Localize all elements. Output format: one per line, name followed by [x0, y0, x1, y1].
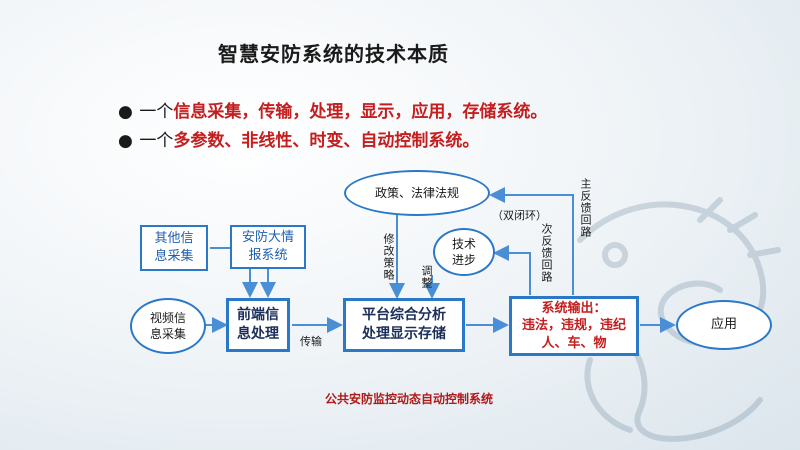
slide-title: 智慧安防系统的技术本质 [218, 42, 449, 66]
label-transmit: 传输 [300, 335, 322, 348]
label-modify-strategy: 修改策略 [382, 233, 395, 281]
bullet-dot: ● [118, 102, 133, 122]
tech-label: 技术 进步 [451, 236, 476, 267]
other-collect-label: 其他信 息采集 [154, 231, 194, 264]
bullet-1-prefix: 一个 [139, 102, 174, 122]
security-intel-box: 安防大情 报系统 [230, 225, 306, 269]
platform-box: 平台综合分析 处理显示存储 [343, 298, 465, 352]
application-ellipse: 应用 [676, 300, 772, 350]
system-output-title: 系统输出： [541, 300, 607, 316]
policy-label: 政策、法律法规 [374, 185, 459, 200]
tech-ellipse: 技术 进步 [433, 228, 495, 276]
policy-ellipse: 政策、法律法规 [344, 170, 490, 216]
system-output-body: 违法，违规，违纪 人、车、物 [521, 318, 626, 351]
bullet-2: ● 一个多参数、非线性、时变、自动控制系统。 [118, 126, 479, 151]
video-collect-label: 视频信 息采集 [149, 310, 186, 341]
other-collect-box: 其他信 息采集 [140, 225, 208, 271]
bullet-1-highlight: 信息采集，传输，处理，显示，应用，存储系统。 [173, 102, 548, 122]
security-intel-label: 安防大情 报系统 [241, 230, 294, 263]
bullet-1: ● 一个信息采集，传输，处理，显示，应用，存储系统。 [118, 97, 547, 122]
arrow-sub-feedback [493, 245, 531, 295]
label-double-loop: （双闭环） [492, 209, 547, 222]
label-adjust: 调整 [420, 265, 433, 289]
bullet-2-highlight: 多参数、非线性、时变、自动控制系统。 [173, 131, 480, 151]
application-label: 应用 [710, 317, 737, 333]
arrow-main-feedback [489, 187, 574, 295]
platform-label: 平台综合分析 处理显示存储 [362, 307, 446, 342]
label-main-feedback: 主反馈回路 [579, 178, 592, 238]
video-collect-ellipse: 视频信 息采集 [130, 298, 206, 354]
bullet-2-prefix: 一个 [139, 131, 174, 151]
frontend-label: 前端信 息处理 [237, 307, 279, 342]
diagram-caption: 公共安防监控动态自动控制系统 [325, 392, 494, 406]
system-output-box: 系统输出： 违法，违规，违纪 人、车、物 [509, 296, 639, 356]
frontend-box: 前端信 息处理 [226, 298, 290, 352]
bullet-dot: ● [118, 131, 133, 151]
label-sub-feedback: 次反馈回路 [540, 223, 553, 283]
